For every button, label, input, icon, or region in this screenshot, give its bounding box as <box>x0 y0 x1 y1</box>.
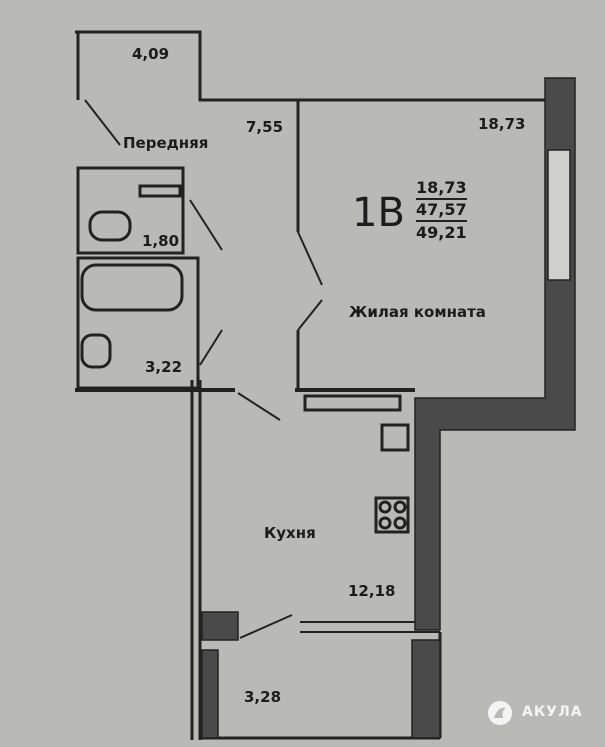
wc <box>76 166 185 255</box>
living-room-name: Жилая комната <box>349 303 486 321</box>
total-area-without-loggia: 47,57 <box>416 200 467 222</box>
area-summary: 18,73 47,57 49,21 <box>416 178 467 244</box>
shark-logo-icon <box>488 701 512 725</box>
hall-name: Передняя <box>123 134 209 152</box>
loggia-pier-left <box>201 611 239 641</box>
bathroom-area: 3,22 <box>145 358 183 376</box>
wall-hall-left <box>190 380 202 740</box>
sink-icon <box>80 333 112 369</box>
watermark: АКУЛА <box>486 698 583 726</box>
wc-area: 1,80 <box>142 232 180 250</box>
wall-top-storage <box>75 30 560 102</box>
apartment-code: 1В <box>352 190 405 236</box>
loggia-bottom <box>200 632 442 740</box>
living-room-area: 18,73 <box>478 115 526 133</box>
storage-area: 4,09 <box>132 45 170 63</box>
bathtub-icon <box>80 263 184 312</box>
watermark-text: АКУЛА <box>522 704 583 720</box>
kitchen-area: 12,18 <box>348 582 396 600</box>
loggia-pier-right <box>411 639 441 739</box>
kitchen-name: Кухня <box>264 524 316 542</box>
loggia-area: 3,28 <box>244 688 282 706</box>
kitchen-sink-icon <box>380 423 410 452</box>
toilet-icon <box>88 210 132 242</box>
stove-icon <box>374 496 410 534</box>
hall-area: 7,55 <box>246 118 284 136</box>
radiator-icon <box>303 394 402 412</box>
outer-wall <box>414 77 576 631</box>
living-area: 18,73 <box>416 178 467 200</box>
total-area: 49,21 <box>416 223 467 242</box>
